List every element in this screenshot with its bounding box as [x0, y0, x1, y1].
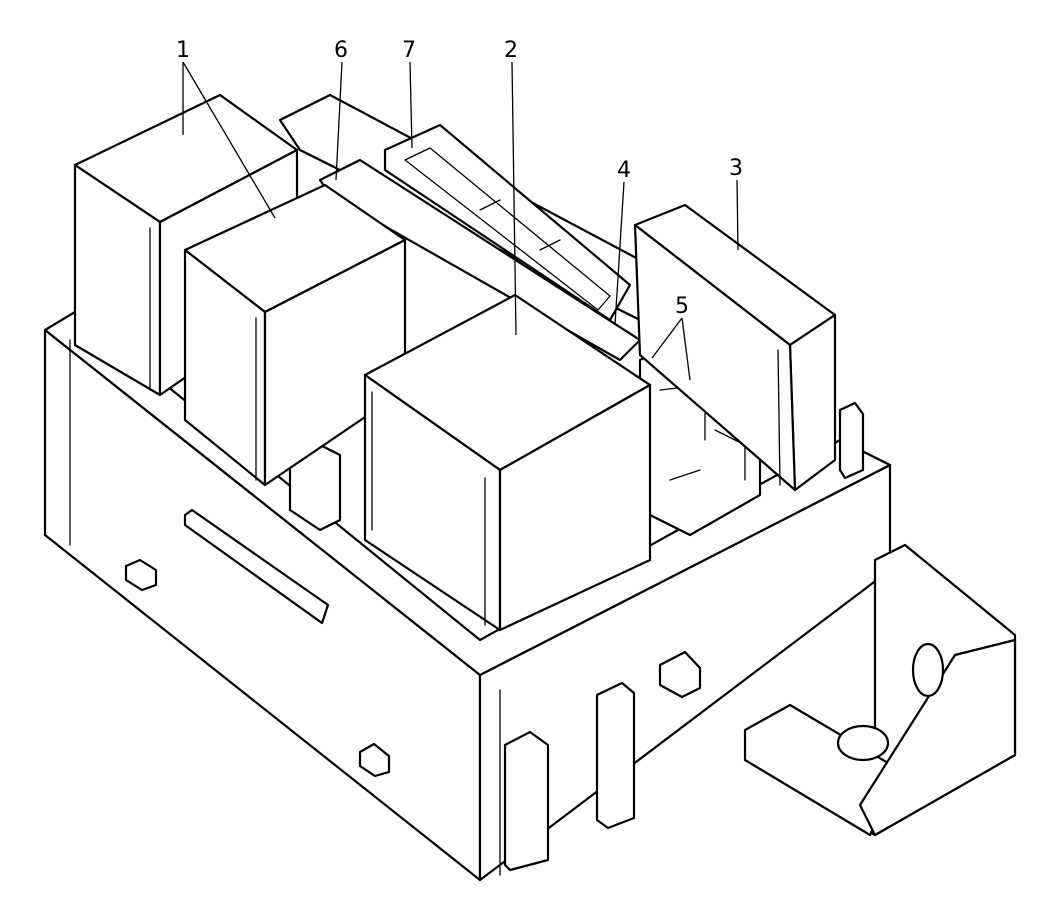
callout-labels: 1 6 7 2 4 3 5 [176, 38, 743, 319]
mounting-bracket [743, 543, 1017, 837]
relay-1-front [183, 183, 407, 487]
bracket-hole-side [911, 642, 945, 698]
front-rib [595, 681, 636, 830]
callout-4: 4 [617, 158, 631, 183]
leader-4 [614, 181, 625, 326]
leader-3 [736, 179, 739, 251]
base-corner-edge [69, 339, 501, 876]
callout-3: 3 [729, 156, 743, 181]
leader-1-b [182, 61, 276, 219]
callout-7: 7 [402, 38, 416, 63]
relay-3 [633, 203, 837, 492]
latch-tab-upper [124, 558, 158, 592]
callout-2: 2 [504, 38, 518, 63]
leader-2 [511, 61, 517, 336]
relay-3-edge [777, 349, 781, 486]
relay-2 [363, 293, 652, 632]
leader-7 [409, 61, 413, 149]
leader-5-b [681, 317, 691, 381]
leader-5-a [651, 317, 683, 359]
connector-frame-7 [383, 123, 632, 322]
leader-lines [182, 61, 739, 381]
latch-tab-lower [358, 742, 391, 778]
base-housing [43, 310, 892, 882]
callout-1: 1 [176, 38, 190, 63]
relay-2-right-face [498, 383, 652, 632]
callout-6: 6 [334, 38, 348, 63]
callout-5: 5 [675, 294, 689, 319]
connector-area [278, 93, 865, 537]
connector-slots [404, 147, 611, 311]
leader-6 [335, 61, 343, 181]
relay-2-edge [371, 391, 486, 626]
front-tab [658, 650, 702, 699]
side-slot [183, 508, 330, 625]
relay-3-side-face [633, 223, 797, 492]
bracket-hole-front [836, 724, 890, 762]
end-post-right [838, 401, 865, 480]
front-post [503, 730, 550, 872]
relay-3-front-face [788, 313, 837, 492]
